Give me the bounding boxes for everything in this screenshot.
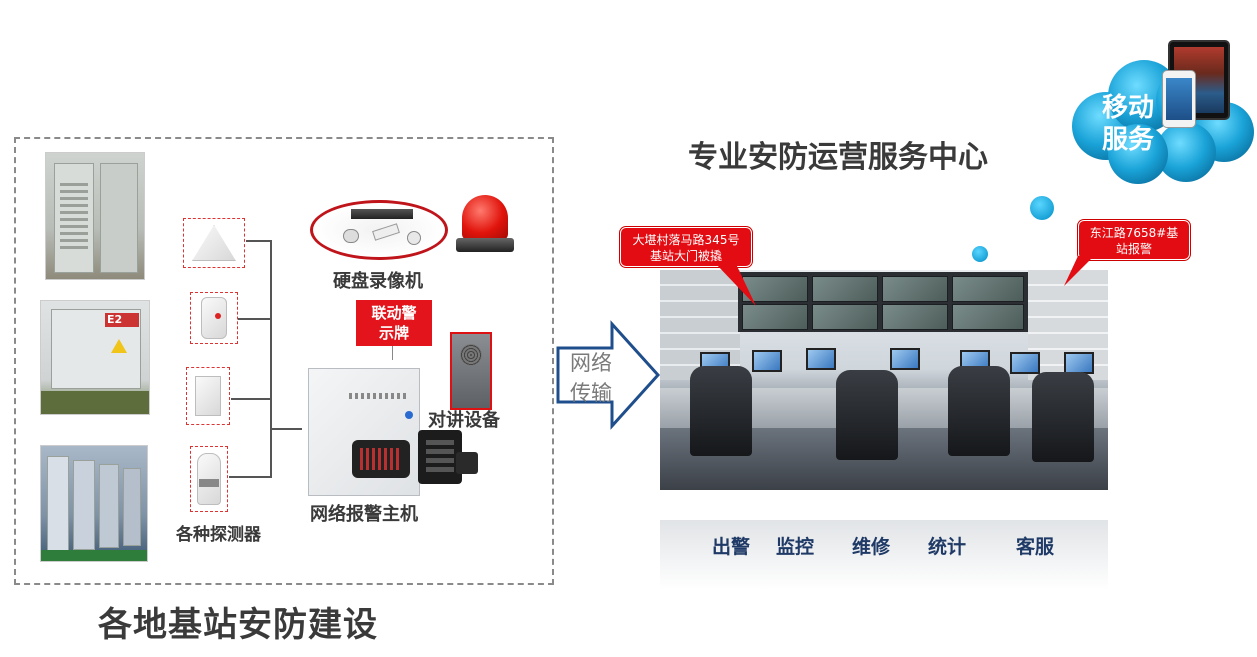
mobile-line2: 服务 bbox=[1102, 125, 1155, 155]
service-item: 统计 bbox=[928, 536, 967, 558]
thought-bubble-small bbox=[972, 246, 988, 262]
site-section-title: 各地基站安防建设 bbox=[98, 605, 378, 645]
transfer-line2: 传输 bbox=[570, 381, 612, 405]
remote-icon bbox=[456, 452, 478, 474]
link-alert-sign: 联动警 示牌 bbox=[356, 300, 432, 346]
nvr-with-cameras bbox=[310, 200, 448, 260]
control-room-photo bbox=[660, 270, 1108, 490]
connector-line bbox=[392, 346, 393, 360]
site-security-region bbox=[14, 137, 554, 585]
thought-bubble-medium bbox=[1030, 196, 1054, 220]
connector-line bbox=[272, 428, 302, 430]
alarm-callout-left: 大堪村落马路345号 基站大门被撬 bbox=[620, 227, 752, 267]
callout-pointer bbox=[716, 264, 756, 306]
alarm-host-label: 网络报警主机 bbox=[310, 504, 418, 525]
base-station-cabinet-photo: E2 bbox=[40, 300, 150, 415]
pir-detector bbox=[190, 292, 238, 344]
intercom-label: 对讲设备 bbox=[428, 410, 500, 431]
detector-label: 各种探测器 bbox=[176, 525, 261, 545]
network-transfer-label: 网络 传输 bbox=[570, 348, 612, 408]
connector-line bbox=[246, 240, 272, 242]
service-item: 客服 bbox=[1016, 536, 1055, 558]
mobile-line1: 移动 bbox=[1102, 93, 1155, 123]
callout-pointer bbox=[1064, 256, 1094, 286]
connector-line bbox=[231, 398, 272, 400]
network-arrow-icon bbox=[556, 320, 661, 430]
keypad-icon bbox=[352, 440, 410, 478]
reflection-band bbox=[660, 520, 1108, 590]
ceiling-detector bbox=[183, 218, 245, 268]
alarm-callout-right: 东江路7658#基 站报警 bbox=[1078, 220, 1190, 260]
center-title: 专业安防运营服务中心 bbox=[688, 140, 988, 175]
nvr-label: 硬盘录像机 bbox=[333, 271, 423, 292]
switchgear-room-photo bbox=[40, 445, 148, 562]
connector-line bbox=[238, 318, 272, 320]
siren-icon bbox=[462, 195, 508, 240]
mobile-service-label: 移动 服务 bbox=[1102, 92, 1154, 156]
service-item: 维修 bbox=[852, 536, 891, 558]
card-reader-icon bbox=[418, 430, 462, 484]
service-item: 监控 bbox=[776, 536, 815, 558]
outdoor-cabinet-photo bbox=[45, 152, 145, 280]
curtain-detector bbox=[190, 446, 228, 512]
transfer-line1: 网络 bbox=[570, 351, 612, 375]
intercom-device bbox=[450, 332, 492, 410]
connector-line bbox=[229, 476, 272, 478]
service-list: 出警 监控 维修 统计 客服 bbox=[660, 524, 1108, 562]
siren-base bbox=[456, 238, 514, 252]
connector-line bbox=[270, 240, 272, 478]
phone-icon bbox=[1162, 70, 1196, 128]
service-item: 出警 bbox=[712, 536, 751, 558]
door-contact-detector bbox=[186, 367, 230, 425]
